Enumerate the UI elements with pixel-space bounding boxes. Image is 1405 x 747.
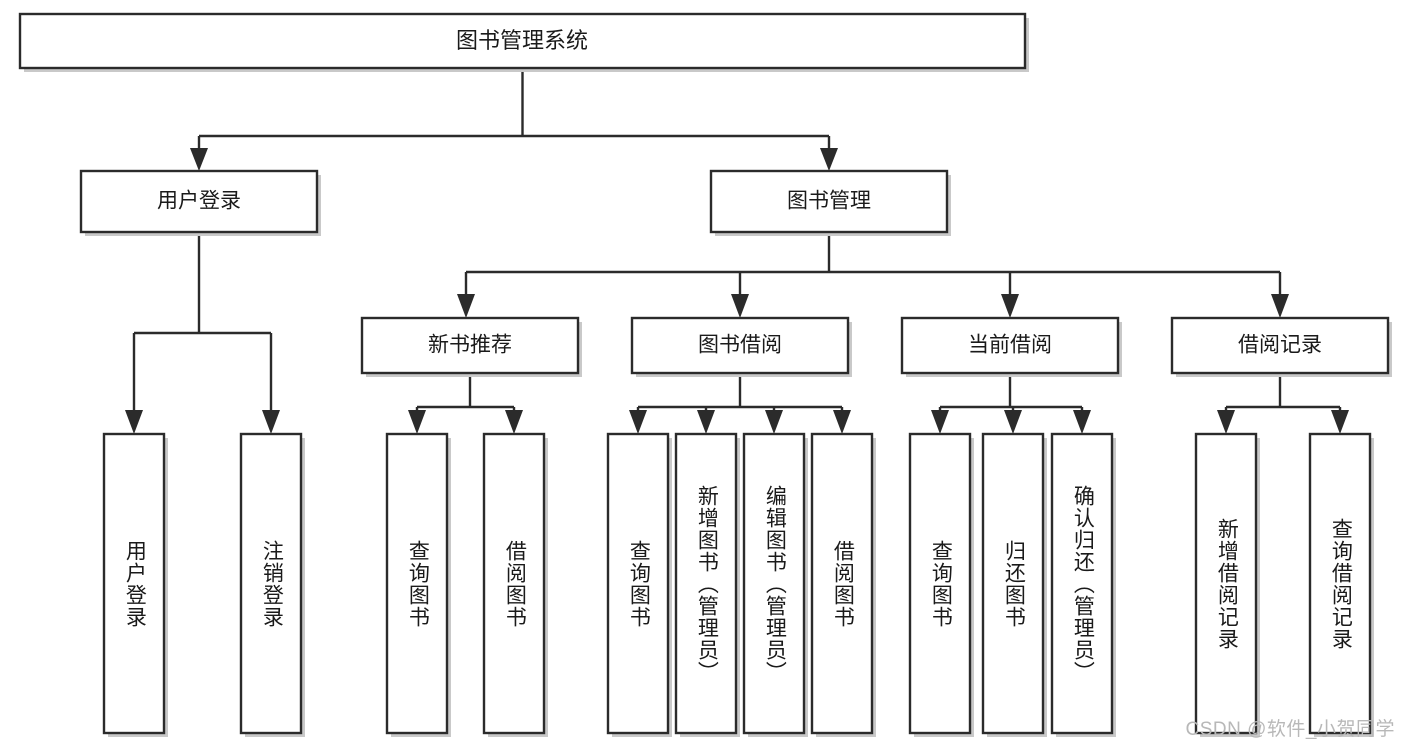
leaf-return-book-box[interactable] [981,432,1045,735]
new-book-rec-node-label: 新书推荐 [428,334,512,357]
arrow-current-leaf-2 [1004,410,1022,434]
root-node-box[interactable] [18,12,1027,70]
edge-group [125,68,1349,434]
arrow-borrow-leaf-4 [833,410,851,434]
leaf-user-login-box[interactable] [102,432,166,735]
current-borrow-node-box[interactable] [900,316,1120,375]
book-mgmt-node-label: 图书管理 [787,190,871,213]
leaf-confirm-return-box[interactable] [1050,432,1114,735]
leaf-query-book-2-box[interactable] [606,432,670,735]
leaf-logout-box[interactable] [239,432,303,735]
arrow-userlogin-leaf-2 [262,410,280,434]
arrow-borrow-leaf-3 [765,410,783,434]
arrow-userlogin-leaf-1 [125,410,143,434]
user-login-node-box[interactable] [79,169,319,234]
arrow-borrow-leaf-1 [629,410,647,434]
root-node-label: 图书管理系统 [456,28,588,53]
arrow-record-leaf-1 [1217,410,1235,434]
leaf-borrow-book-2-box[interactable] [810,432,874,735]
arrow-newbook-leaf-1 [408,410,426,434]
leaf-query-book-3-box[interactable] [908,432,972,735]
borrow-record-node-box[interactable] [1170,316,1390,375]
arrow-bookmgmt-record [1271,294,1289,318]
book-mgmt-node-box[interactable] [709,169,949,234]
user-login-node-label: 用户登录 [157,190,241,213]
node-group: 图书管理系统 用户登录 图书管理 新书推荐 图书借阅 当前借阅 [18,12,1392,377]
arrow-root-to-book-mgmt [820,148,838,171]
watermark-text: CSDN @软件_小贺同学 [1185,719,1395,740]
arrow-record-leaf-2 [1331,410,1349,434]
new-book-rec-node-box[interactable] [360,316,580,375]
leaf-query-record-box[interactable] [1308,432,1372,735]
arrow-bookmgmt-current [1001,294,1019,318]
leaf-query-book-1-box[interactable] [385,432,449,735]
arrow-borrow-leaf-2 [697,410,715,434]
book-borrow-node-box[interactable] [630,316,850,375]
leaf-add-record-box[interactable] [1194,432,1258,735]
leaf-node-group [102,432,1374,737]
current-borrow-node-label: 当前借阅 [968,334,1052,357]
leaf-edit-book-box[interactable] [742,432,806,735]
arrow-bookmgmt-newbook [457,294,475,318]
arrow-bookmgmt-borrow [731,294,749,318]
arrow-current-leaf-1 [931,410,949,434]
borrow-record-node-label: 借阅记录 [1238,334,1322,357]
arrow-root-to-user-login [190,148,208,171]
leaf-add-book-box[interactable] [674,432,738,735]
arrow-current-leaf-3 [1073,410,1091,434]
leaf-borrow-book-1-box[interactable] [482,432,546,735]
book-borrow-node-label: 图书借阅 [698,334,782,357]
arrow-newbook-leaf-2 [505,410,523,434]
